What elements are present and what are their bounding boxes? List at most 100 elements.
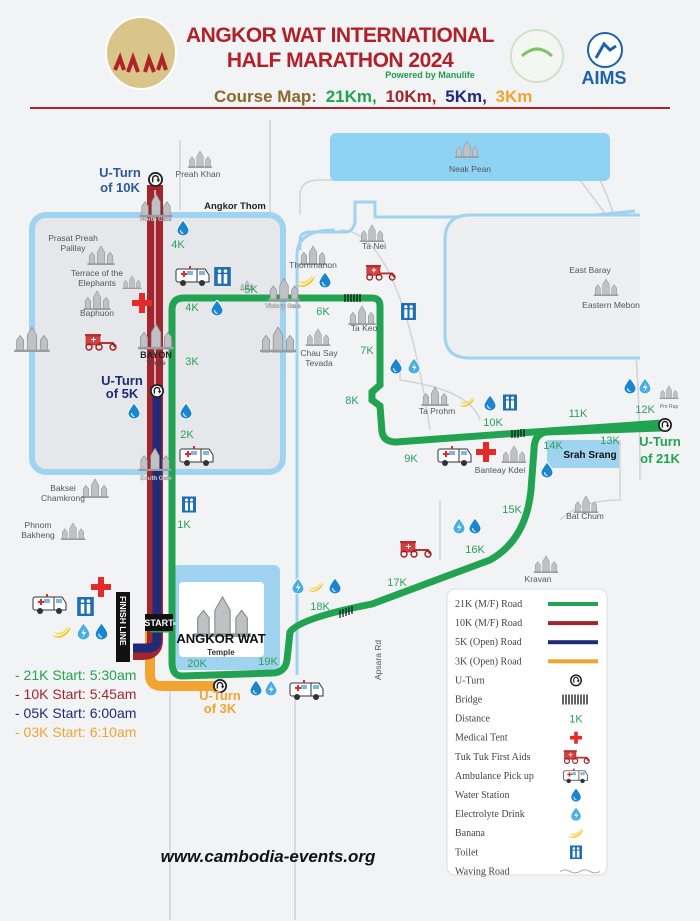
route-21k-out (168, 294, 663, 622)
label-eastern-mebon: Eastern Mebon (582, 300, 640, 310)
medical-cross-icon (476, 442, 496, 462)
legend-label: 3K (Open) Road (455, 656, 522, 667)
uturn-21k-line2: of 21K (640, 451, 680, 466)
label-bat-chum: Bat Chum (566, 511, 604, 521)
label-apsara-rd: Apsara Rd (373, 640, 383, 680)
water-drop-icon (250, 680, 262, 696)
temple-icon (533, 555, 559, 573)
legend-item: 5K (Open) Road (455, 637, 598, 648)
legend-label: Electrolyte Drink (455, 809, 525, 820)
uturn-10k-line2: of 10K (100, 180, 140, 195)
label-baphuon: Baphuon (80, 308, 114, 318)
distance-marker: 13K (600, 435, 620, 447)
label-chau-say-2: Tevada (305, 358, 333, 368)
legend-item: Banana (455, 827, 584, 839)
temple-icon (188, 150, 212, 168)
label-kravan: Kravan (525, 574, 552, 584)
distance-marker: 15K (502, 504, 522, 516)
distance-marker: 19K (258, 656, 278, 668)
electrolyte-icon (77, 623, 90, 640)
distance-marker: 14K (543, 440, 563, 452)
title-line-1: ANGKOR WAT INTERNATIONAL (186, 24, 495, 47)
electrolyte-icon (639, 378, 651, 394)
label-preah-palilay-1: Prasat Preah (48, 233, 98, 243)
start-time-21k: - 21K Start: 5:30am (15, 667, 136, 683)
finish-label: FINISH LINE (118, 596, 128, 646)
legend-item: Bridge (455, 694, 588, 706)
distance-marker: 5K (244, 284, 258, 296)
header: ANGKOR WAT INTERNATIONAL HALF MARATHON 2… (30, 16, 670, 109)
legend-label: Water Station (455, 790, 509, 801)
routes (133, 185, 663, 691)
uturn-21k-line1: U-Turn (639, 434, 681, 449)
uturn-icon (148, 172, 163, 187)
legend-label: Toilet (455, 847, 478, 858)
distance-marker: 18K (310, 601, 330, 613)
ambulance-icon (289, 679, 324, 701)
label-bayon: BAYON (140, 350, 172, 360)
course-5k: 5Km, (445, 87, 487, 106)
legend-item: Tuk Tuk First Aids (455, 749, 590, 765)
uturn-3k-line1: U-Turn (199, 688, 241, 703)
label-east-baray: East Baray (569, 265, 611, 275)
course-3k: 3Km (496, 87, 533, 106)
label-angkor-thom: Angkor Thom (204, 201, 266, 212)
legend-label: Banana (455, 828, 486, 839)
course-map-label: Course Map: (214, 87, 317, 106)
uturn-5k-line2: of 5K (106, 386, 139, 401)
label-baksei-1: Baksei (50, 483, 76, 493)
medical-cross-icon (91, 577, 111, 597)
toilet-icon (503, 394, 517, 411)
legend-item: 3K (Open) Road (455, 656, 598, 667)
label-bakheng-1: Phnom (25, 520, 52, 530)
label-ta-prohm: Ta Prohm (419, 406, 455, 416)
label-baksei-2: Chamkrong (41, 493, 85, 503)
distance-marker: 3K (185, 356, 199, 368)
distance-marker: 20K (187, 658, 207, 670)
legend-label: Tuk Tuk First Aids (455, 752, 531, 763)
temple-icon (60, 522, 86, 540)
distance-marker: 4K (171, 239, 185, 251)
route-3k (145, 630, 222, 691)
route-21k-return (168, 424, 663, 680)
legend-label: Ambulance Pick up (455, 771, 534, 782)
start-time-3k: - 03K Start: 6:10am (15, 724, 136, 740)
label-preah-khan: Preah Khan (176, 169, 221, 179)
uturn-icon (150, 384, 164, 398)
red-road-line (548, 621, 598, 626)
distance-markers: 4K 4K 5K 6K 3K 7K 8K 2K 1K 9K 10K 11K 12… (171, 239, 655, 670)
start-finish: START FINISH LINE (116, 592, 174, 662)
temple-icon (305, 328, 331, 346)
legend-label: Medical Tent (455, 733, 508, 744)
label-terrace-2: Elephants (78, 278, 116, 288)
label-ta-keo: Ta Keo (351, 323, 378, 333)
legend-item: Medical Tent (455, 731, 582, 744)
distance-marker: 1K (177, 519, 191, 531)
ambulance-icon (32, 593, 67, 615)
world-athletics-logo (510, 29, 564, 83)
uturn-5k-line1: U-Turn (101, 373, 143, 388)
label-srah-srang: Srah Srang (563, 450, 616, 461)
start-time-10k: - 10K Start: 5:45am (15, 686, 136, 702)
toilet-icon (401, 303, 416, 320)
toilet-icon (182, 496, 196, 513)
event-logo (105, 16, 177, 90)
navy-road-line (548, 640, 598, 645)
aims-logo: AIMS (582, 32, 627, 88)
legend-label: 10K (M/F) Road (455, 618, 522, 629)
label-thommanon: Thommanon (289, 260, 337, 270)
east-baray (443, 213, 640, 360)
electrolyte-icon (292, 578, 304, 594)
toilet-icon (214, 267, 231, 286)
legend-item: Water Station (455, 788, 582, 802)
bridge-icon (562, 694, 588, 705)
distance-marker: 10K (483, 417, 503, 429)
wavy-road-icon (559, 869, 601, 874)
website-url[interactable]: www.cambodia-events.org (161, 847, 376, 866)
uturn-markers: U-Turn of 10K U-Turn of 5K U-Turn of 21K… (99, 165, 681, 716)
label-angkor-wat: ANGKOR WAT (176, 631, 265, 646)
distance-marker: 9K (404, 453, 418, 465)
title-line-2: HALF MARATHON 2024 (227, 49, 454, 72)
